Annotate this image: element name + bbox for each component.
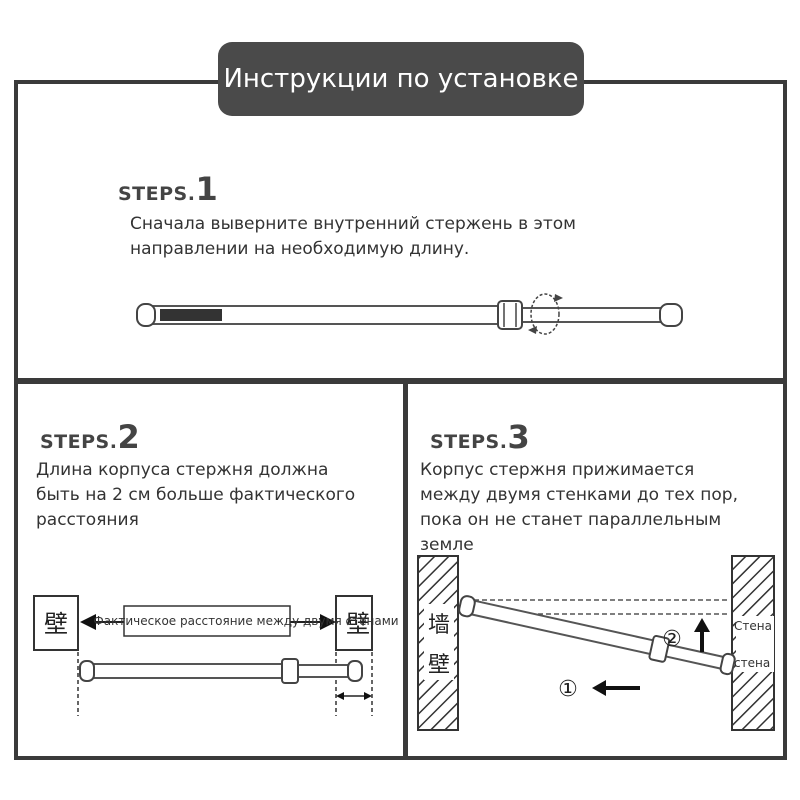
step-3-text-line: пока он не станет параллельным — [420, 510, 722, 530]
step-3-label: STEPS. — [430, 431, 508, 453]
step-marker-2: ② — [662, 627, 682, 652]
step-3-text-line: Корпус стержня прижимается — [420, 460, 695, 480]
right-wall — [731, 555, 775, 731]
step-3-text: Корпус стержня прижимается между двумя с… — [420, 458, 738, 558]
step-1-heading: STEPS.1 — [118, 170, 218, 208]
arrow-up-icon — [694, 618, 710, 652]
step-3-heading: STEPS.3 — [430, 418, 530, 456]
step-1-text-line: направлении на необходимую длину. — [130, 239, 470, 259]
step-3-panel — [404, 380, 787, 760]
step-2-text-line: расстояния — [36, 510, 139, 530]
step-3-number: 3 — [507, 418, 530, 456]
step-1-label: STEPS. — [118, 183, 196, 205]
arrow-left-icon — [592, 680, 640, 696]
extra-length-arrow — [336, 692, 372, 700]
step-1-text: Сначала выверните внутренний стержень в … — [130, 212, 576, 262]
step-2-text-line: быть на 2 см больше фактического — [36, 485, 356, 505]
left-wall-label: 壁 — [44, 610, 68, 638]
rotate-arrow-icon — [528, 293, 563, 335]
distance-label: Фактическое расстояние между двумя стена… — [93, 614, 398, 628]
tension-rod — [136, 300, 683, 330]
left-wall: 墙 壁 — [417, 555, 459, 731]
step-2-label: STEPS. — [40, 431, 118, 453]
step-2-text: Длина корпуса стержня должна быть на 2 с… — [36, 458, 355, 533]
left-wall: 壁 — [33, 595, 79, 651]
left-wall-label-bottom: 壁 — [428, 653, 450, 678]
step-2-heading: STEPS.2 — [40, 418, 140, 456]
step-1-number: 1 — [195, 170, 218, 208]
step-marker-1: ① — [558, 677, 578, 702]
right-wall-label-bottom: стена — [734, 656, 770, 670]
tension-rod — [79, 658, 363, 684]
left-wall-label-top: 墙 — [428, 613, 450, 638]
step-3-text-line: между двумя стенками до тех пор, — [420, 485, 738, 505]
step-2-text-line: Длина корпуса стержня должна — [36, 460, 329, 480]
step-1-text-line: Сначала выверните внутренний стержень в … — [130, 214, 576, 234]
tension-rod — [458, 595, 736, 676]
page-title: Инструкции по установке — [218, 42, 584, 116]
step-2-number: 2 — [117, 418, 140, 456]
distance-arrow — [80, 605, 336, 637]
right-wall-label: 壁 — [346, 610, 370, 638]
step-3-text-line: земле — [420, 535, 474, 555]
right-wall: 壁 — [335, 595, 373, 651]
right-wall-label-top: Стена — [734, 619, 772, 633]
